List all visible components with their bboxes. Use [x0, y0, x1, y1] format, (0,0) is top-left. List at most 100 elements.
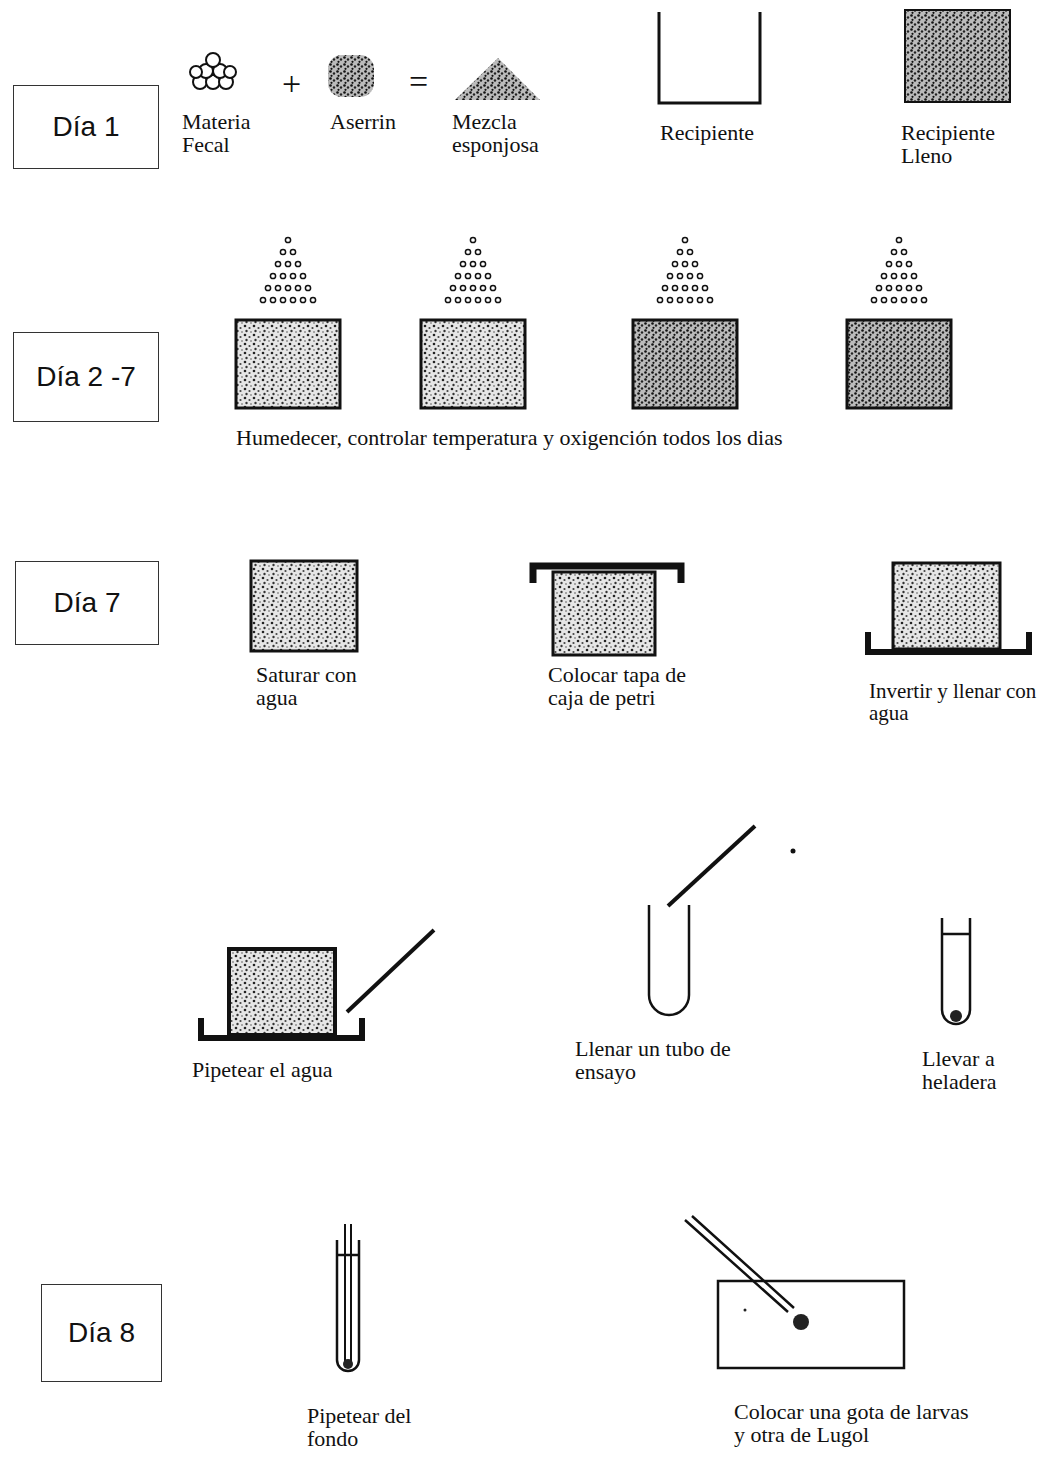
water-drop [470, 261, 475, 266]
petri-dish [868, 632, 1029, 652]
test-tube [649, 905, 689, 1015]
water-drop [672, 285, 677, 290]
day-box: Día 2 -7 [13, 332, 159, 422]
water-drop [270, 273, 275, 278]
water-drop [906, 285, 911, 290]
step-caption: Llevar a heladera [922, 1047, 1032, 1093]
water-drop [275, 285, 280, 290]
water-drop [682, 237, 687, 242]
water-drop [470, 237, 475, 242]
water-drop [677, 249, 682, 254]
drop [793, 1314, 809, 1330]
water-drop [662, 285, 667, 290]
water-drop [896, 285, 901, 290]
water-drop [687, 273, 692, 278]
water-drop [300, 297, 305, 302]
container [421, 320, 525, 408]
water-drop [697, 297, 702, 302]
water-drop [911, 273, 916, 278]
water-drop [275, 261, 280, 266]
water-drop [901, 273, 906, 278]
container [847, 320, 951, 408]
pipette [668, 826, 755, 906]
water-drop [891, 297, 896, 302]
water-drop [667, 297, 672, 302]
day-label: Día 8 [68, 1317, 135, 1349]
water-drop [682, 285, 687, 290]
test-tube [337, 1240, 359, 1371]
water-drop [881, 297, 886, 302]
water-drop [667, 273, 672, 278]
pipette [347, 930, 434, 1012]
step-caption: Colocar tapa de caja de petri [548, 663, 688, 709]
water-drop [460, 285, 465, 290]
water-drop [290, 249, 295, 254]
ingredient-label: Mezcla esponjosa [452, 110, 577, 156]
water-drop [682, 261, 687, 266]
day-label: Día 2 -7 [36, 361, 136, 393]
inverted-container [229, 949, 335, 1035]
water-drop [455, 297, 460, 302]
water-drop [475, 273, 480, 278]
water-drop [881, 273, 886, 278]
pipette [685, 1216, 794, 1312]
water-drop [657, 297, 662, 302]
water-drop [901, 249, 906, 254]
water-drop [285, 237, 290, 242]
water-drop [911, 297, 916, 302]
sediment [950, 1010, 962, 1022]
day-box: Día 1 [13, 85, 159, 169]
water-drop [687, 249, 692, 254]
water-drop [465, 273, 470, 278]
water-drop [305, 285, 310, 290]
container-label: Recipiente Lleno [901, 121, 1036, 167]
mixture-pile [455, 58, 540, 100]
water-drop [265, 285, 270, 290]
feces-pellets [190, 53, 236, 89]
water-drop [485, 273, 490, 278]
water-drop [672, 261, 677, 266]
container [633, 320, 737, 408]
water-drop [260, 297, 265, 302]
water-drop [921, 297, 926, 302]
water-drop [495, 297, 500, 302]
water-drop [906, 261, 911, 266]
water-drop [465, 249, 470, 254]
water-drop [455, 273, 460, 278]
drop [791, 849, 796, 854]
water-drop [280, 273, 285, 278]
water-drop [687, 297, 692, 302]
water-drop [270, 297, 275, 302]
water-drop [310, 297, 315, 302]
water-drop [702, 285, 707, 290]
inverted-container [893, 563, 1000, 649]
water-drop [280, 297, 285, 302]
petri-lid [533, 566, 681, 583]
water-drop [692, 261, 697, 266]
container-label: Recipiente [660, 121, 790, 144]
water-drop [707, 297, 712, 302]
water-drop [480, 285, 485, 290]
water-drop [692, 285, 697, 290]
water-drop [490, 285, 495, 290]
day-label: Día 7 [54, 587, 121, 619]
step-caption: Pipetear el agua [192, 1058, 333, 1081]
water-drop [886, 285, 891, 290]
water-drop [475, 297, 480, 302]
moistened-containers [236, 237, 951, 408]
sediment [343, 1359, 353, 1369]
water-drop [285, 261, 290, 266]
water-drop [295, 261, 300, 266]
pipette [345, 1224, 351, 1362]
petri-dish [201, 1018, 362, 1038]
water-drop [285, 285, 290, 290]
speck [744, 1309, 747, 1312]
water-drop [290, 297, 295, 302]
water-drop [871, 297, 876, 302]
water-drop [901, 297, 906, 302]
water-drop [280, 249, 285, 254]
sawdust [328, 55, 374, 97]
day-box: Día 8 [41, 1284, 162, 1382]
container [251, 561, 357, 651]
water-drop [677, 297, 682, 302]
